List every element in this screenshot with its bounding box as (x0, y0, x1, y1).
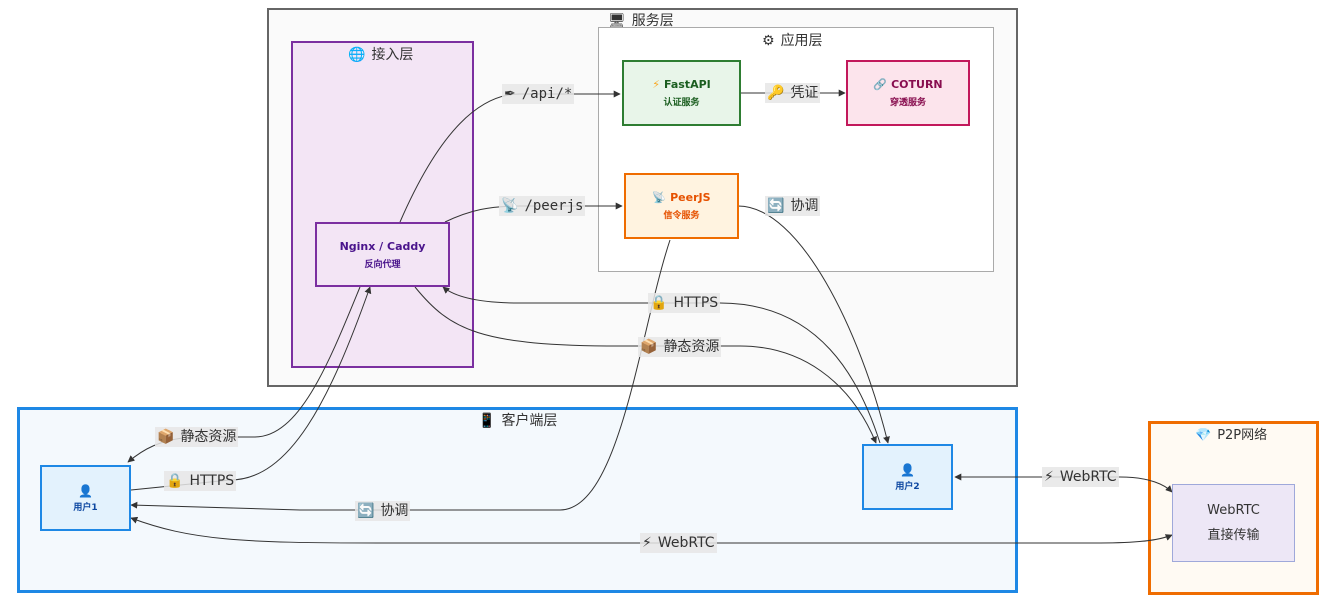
lightning-icon: ⚡ (642, 535, 652, 551)
phone-icon: 📱 (478, 413, 496, 429)
gear-icon: ⚙ (762, 33, 775, 49)
lightning-icon: ⚡ (1044, 469, 1054, 485)
user-icon: 👤 (78, 483, 93, 498)
satellite-icon: 📡 (652, 191, 667, 204)
nginx-node[interactable]: Nginx / Caddy 反向代理 (315, 222, 450, 287)
user1-node[interactable]: 👤 用户1 (40, 465, 131, 531)
edge-label-https-user1: 🔒HTTPS (164, 471, 237, 491)
edge-peerjs-user1-coord (130, 239, 671, 511)
diamond-icon: 💎 (1195, 428, 1212, 443)
satellite-icon: 📡 (501, 198, 519, 214)
coturn-title: COTURN (891, 78, 943, 91)
coturn-node[interactable]: 🔗COTURN 穿透服务 (846, 60, 970, 126)
refresh-icon: 🔄 (357, 503, 375, 519)
edge-label-credential: 🔑凭证 (765, 83, 821, 103)
package-icon: 📦 (640, 339, 658, 355)
client-layer-title: 📱客户端层 (478, 413, 558, 429)
fastapi-subtitle: 认证服务 (663, 98, 700, 108)
peerjs-subtitle: 信令服务 (663, 211, 700, 221)
edge-user2-p2p (954, 473, 1173, 493)
desktop-icon: 🖥 (608, 13, 626, 29)
nginx-title: Nginx / Caddy (339, 239, 426, 253)
fastapi-title: FastAPI (663, 78, 711, 91)
globe-icon: 🌐 (348, 47, 366, 63)
peerjs-title: PeerJS (670, 191, 711, 204)
edge-label-api: ✒/api/* (502, 84, 575, 104)
lightning-icon: ⚡ (652, 78, 660, 91)
package-icon: 📦 (157, 429, 175, 445)
edge-peerjs-user2 (737, 205, 890, 444)
app-layer-title: ⚙应用层 (762, 33, 823, 49)
webrtc-line2: 直接传输 (1207, 528, 1260, 543)
user2-node[interactable]: 👤 用户2 (862, 444, 953, 510)
coturn-subtitle: 穿透服务 (889, 98, 926, 108)
webrtc-node[interactable]: WebRTC 直接传输 (1172, 484, 1295, 562)
edge-label-static-user2: 📦静态资源 (638, 337, 722, 357)
lock-icon: 🔒 (650, 295, 668, 311)
webrtc-line1: WebRTC (1207, 503, 1260, 518)
access-layer-title: 🌐接入层 (348, 47, 414, 63)
edge-label-coordinate-user1: 🔄协调 (355, 501, 411, 521)
key-icon: 🔑 (767, 85, 785, 101)
pen-icon: ✒ (504, 86, 516, 102)
edge-nginx-user2-static (414, 286, 877, 444)
lock-icon: 🔒 (166, 473, 184, 489)
edge-label-webrtc-user1: ⚡WebRTC (640, 533, 717, 553)
fastapi-node[interactable]: ⚡FastAPI 认证服务 (622, 60, 741, 126)
edge-user1-p2p (130, 516, 1173, 544)
edge-user2-nginx-https (442, 286, 881, 444)
nginx-subtitle: 反向代理 (364, 259, 401, 270)
access-layer (291, 41, 474, 368)
service-layer-title: 🖥服务层 (608, 13, 674, 29)
user-icon: 👤 (900, 462, 915, 477)
refresh-icon: 🔄 (767, 198, 785, 214)
user1-title: 用户1 (73, 502, 98, 513)
user2-title: 用户2 (895, 481, 920, 492)
edge-nginx-user1-static (127, 286, 361, 463)
link-icon: 🔗 (873, 78, 888, 91)
edge-label-webrtc-user2: ⚡WebRTC (1042, 467, 1119, 487)
peerjs-node[interactable]: 📡PeerJS 信令服务 (624, 173, 739, 239)
edge-label-static-user1: 📦静态资源 (155, 427, 239, 447)
edge-label-coordinate-peer: 🔄协调 (765, 196, 821, 216)
p2p-layer-title: 💎P2P网络 (1195, 428, 1268, 443)
edge-label-https-user2: 🔒HTTPS (648, 293, 721, 313)
edge-user1-nginx-https (130, 286, 372, 491)
edge-label-peerjs: 📡/peerjs (499, 196, 586, 216)
